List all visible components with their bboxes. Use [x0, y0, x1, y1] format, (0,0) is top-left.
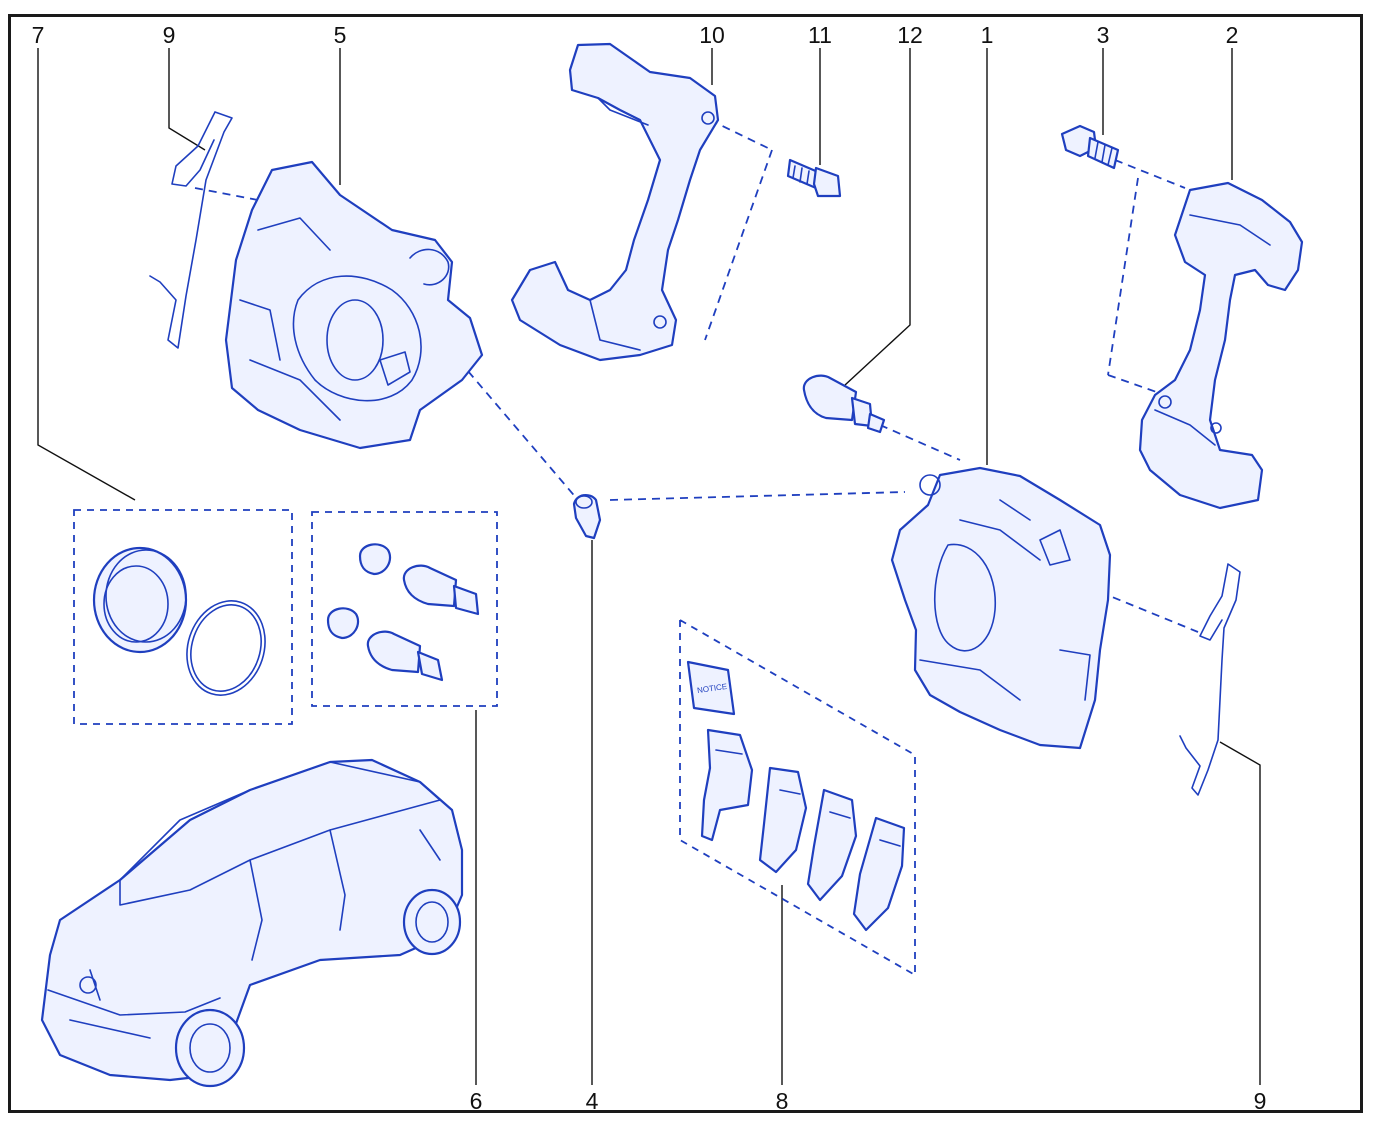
- leader-lines: [37, 48, 1261, 1085]
- spring-clip-9-upper: [149, 111, 233, 349]
- notice-booklet: [686, 660, 736, 716]
- caliper-1: [890, 466, 1112, 750]
- guide-pin-12: [802, 374, 886, 434]
- guide-pin-kit-6: [311, 511, 498, 707]
- callout-2: 2: [1225, 22, 1239, 48]
- leader-12: [844, 48, 911, 386]
- bracket-10: [510, 42, 720, 362]
- callout-9-top: 9: [162, 22, 176, 48]
- callout-8: 8: [775, 1088, 789, 1114]
- spring-clip-9-lower: [1179, 563, 1241, 796]
- vehicle-illustration: [40, 758, 464, 1088]
- seal-kit-7: [73, 509, 293, 725]
- leader-7: [37, 48, 136, 501]
- pad-kit-8: [679, 618, 916, 977]
- callout-11: 11: [808, 22, 832, 48]
- bolt-11: [786, 158, 842, 198]
- callout-10: 10: [699, 22, 725, 48]
- leader-9-bottom: [1219, 741, 1261, 1085]
- callout-6: 6: [469, 1088, 483, 1114]
- caliper-5: [224, 160, 484, 450]
- callout-4: 4: [585, 1088, 599, 1114]
- callout-12: 12: [897, 22, 923, 48]
- callout-9-bottom: 9: [1253, 1088, 1267, 1114]
- callout-7: 7: [31, 22, 45, 48]
- callout-3: 3: [1096, 22, 1110, 48]
- bolt-3: [1060, 124, 1120, 170]
- callout-1: 1: [980, 22, 994, 48]
- bleed-screw-4: [572, 494, 602, 540]
- bracket-2: [1138, 181, 1304, 510]
- callout-5: 5: [333, 22, 347, 48]
- assembly-lines: [194, 119, 1199, 633]
- leader-9-top: [168, 48, 206, 151]
